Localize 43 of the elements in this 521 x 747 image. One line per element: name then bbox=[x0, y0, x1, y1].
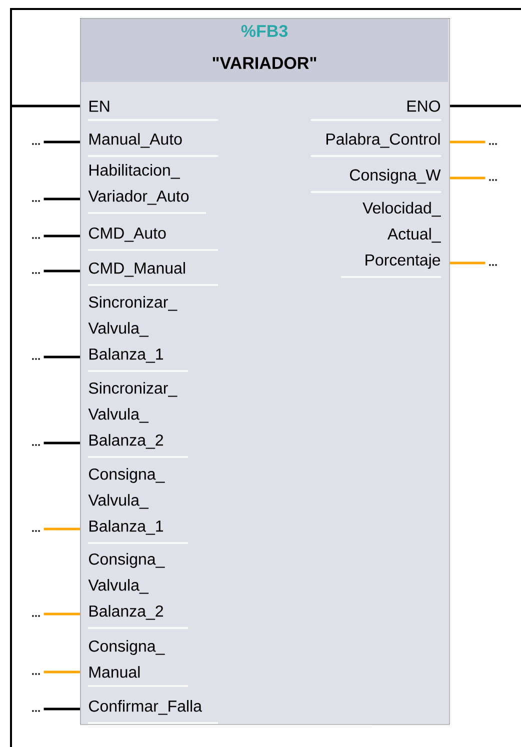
placeholder-text: ... bbox=[32, 143, 40, 145]
placeholder-text: ... bbox=[32, 272, 40, 274]
pin-name: CMD_Auto bbox=[89, 227, 166, 242]
connection-line bbox=[44, 198, 80, 200]
placeholder-text: ... bbox=[489, 264, 497, 266]
connection-line bbox=[44, 670, 80, 674]
pin-name: Palabra_Control bbox=[326, 133, 440, 148]
placeholder-text: ... bbox=[32, 710, 40, 712]
connection-line bbox=[11, 104, 80, 108]
pin-name: Velocidad_ Actual_ Porcentaje bbox=[362, 202, 441, 269]
connection-line bbox=[44, 356, 80, 358]
pin-name: ENO bbox=[407, 100, 440, 112]
connection-line bbox=[44, 270, 80, 272]
pin-name: Consigna_ Manual bbox=[89, 640, 165, 678]
placeholder-text: ... bbox=[32, 358, 40, 360]
pin-name: Consigna_ Valvula_ Balanza_1 bbox=[88, 468, 165, 535]
connection-line bbox=[44, 528, 80, 530]
pin-name: CMD_Manual bbox=[89, 262, 185, 277]
pin-name: Consigna_W bbox=[350, 168, 441, 184]
placeholder-text: ... bbox=[32, 200, 40, 202]
placeholder-text: ... bbox=[32, 444, 40, 446]
connection-line bbox=[450, 104, 521, 108]
connection-line bbox=[44, 140, 80, 144]
pin-name: Manual_Auto bbox=[90, 133, 182, 148]
pin-name: EN bbox=[90, 100, 110, 112]
pin-name: Habilitacion_ Variador_Auto bbox=[88, 164, 189, 205]
placeholder-text: ... bbox=[32, 530, 40, 532]
connection-line bbox=[44, 612, 80, 616]
placeholder-text: ... bbox=[32, 615, 40, 617]
connection-line bbox=[44, 442, 80, 444]
placeholder-text: ... bbox=[32, 673, 40, 675]
connection-line bbox=[450, 176, 486, 180]
placeholder-text: ... bbox=[32, 237, 40, 239]
pin-name: Sincronizar_ Valvula_ Balanza_2 bbox=[88, 382, 178, 449]
connection-line bbox=[450, 140, 486, 144]
pin-name: Consigna_ Valvula_ Balanza_2 bbox=[88, 553, 165, 620]
connection-line bbox=[44, 234, 80, 238]
placeholder-text: ... bbox=[489, 143, 497, 145]
connection-line bbox=[450, 262, 486, 264]
pin-name: Confirmar_Falla bbox=[89, 700, 202, 715]
placeholder-text: ... bbox=[489, 179, 497, 181]
pin-name: Sincronizar_ Valvula_ Balanza_1 bbox=[88, 296, 178, 363]
connection-line bbox=[44, 708, 80, 710]
